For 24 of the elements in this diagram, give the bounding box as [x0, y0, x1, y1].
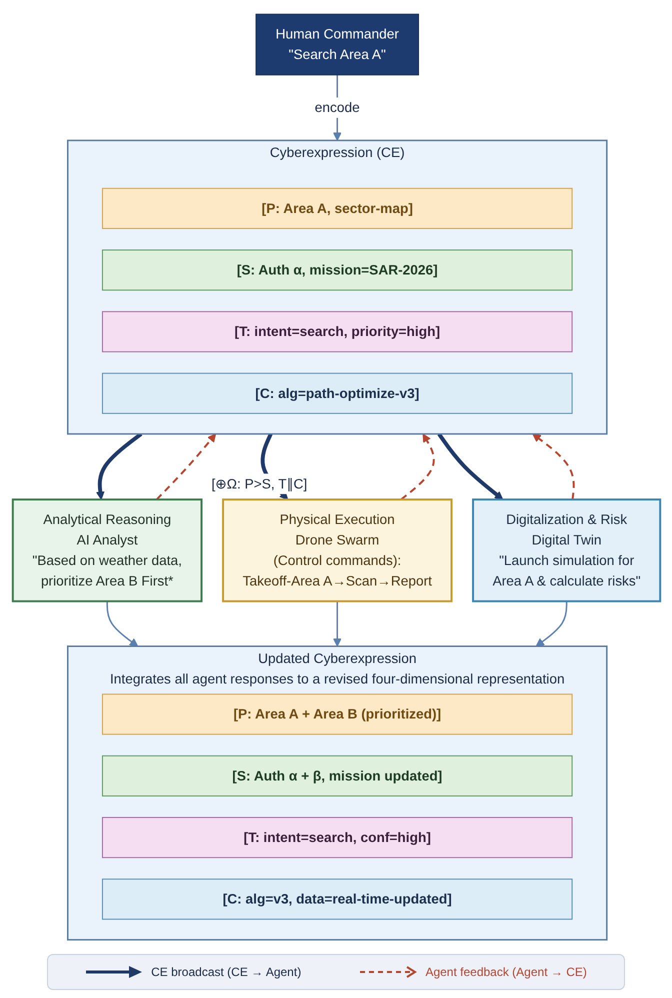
arrow — [332, 601, 342, 647]
arrow — [96, 432, 142, 500]
node-box: [P: Area A, sector-map] — [101, 188, 572, 229]
arrow — [106, 601, 138, 647]
node-box: [P: Area A + Area B (prioritized)] — [101, 694, 572, 735]
arrow — [535, 601, 567, 647]
node-box: [C: alg=path-optimize-v3] — [101, 372, 572, 414]
arrow — [155, 434, 216, 500]
arrow — [400, 434, 434, 500]
arrow — [436, 432, 503, 500]
node-box: Digitalization & Risk Digital Twin "Launch simulation for Area A & calculate risks" — [472, 498, 661, 602]
arrow — [532, 434, 574, 500]
node-box: [C: alg=v3, data=real-time-updated] — [101, 878, 572, 920]
node-box: Analytical Reasoning AI Analyst "Based on weather data, prioritize Area B First* — [11, 498, 202, 602]
node-box: Physical Execution Drone Swarm (Control commands): Takeoff-Area A→Scan→Report — [222, 498, 452, 602]
node-box: [S: Auth α, mission=SAR-2026] — [101, 250, 572, 291]
node-box: [T: intent=search, conf=high] — [101, 817, 572, 858]
node-box: Human Commander "Search Area A" — [255, 14, 418, 76]
legend-label: CE broadcast (CE → Agent) — [151, 965, 302, 979]
edge-label: [⊕Ω: P>S, T∥C] — [210, 476, 307, 492]
edge-label: encode — [314, 99, 360, 115]
legend-label: Agent feedback (Agent → CE) — [425, 965, 587, 979]
node-box: [T: intent=search, priority=high] — [101, 311, 572, 352]
node-box: [S: Auth α + β, mission updated] — [101, 755, 572, 796]
